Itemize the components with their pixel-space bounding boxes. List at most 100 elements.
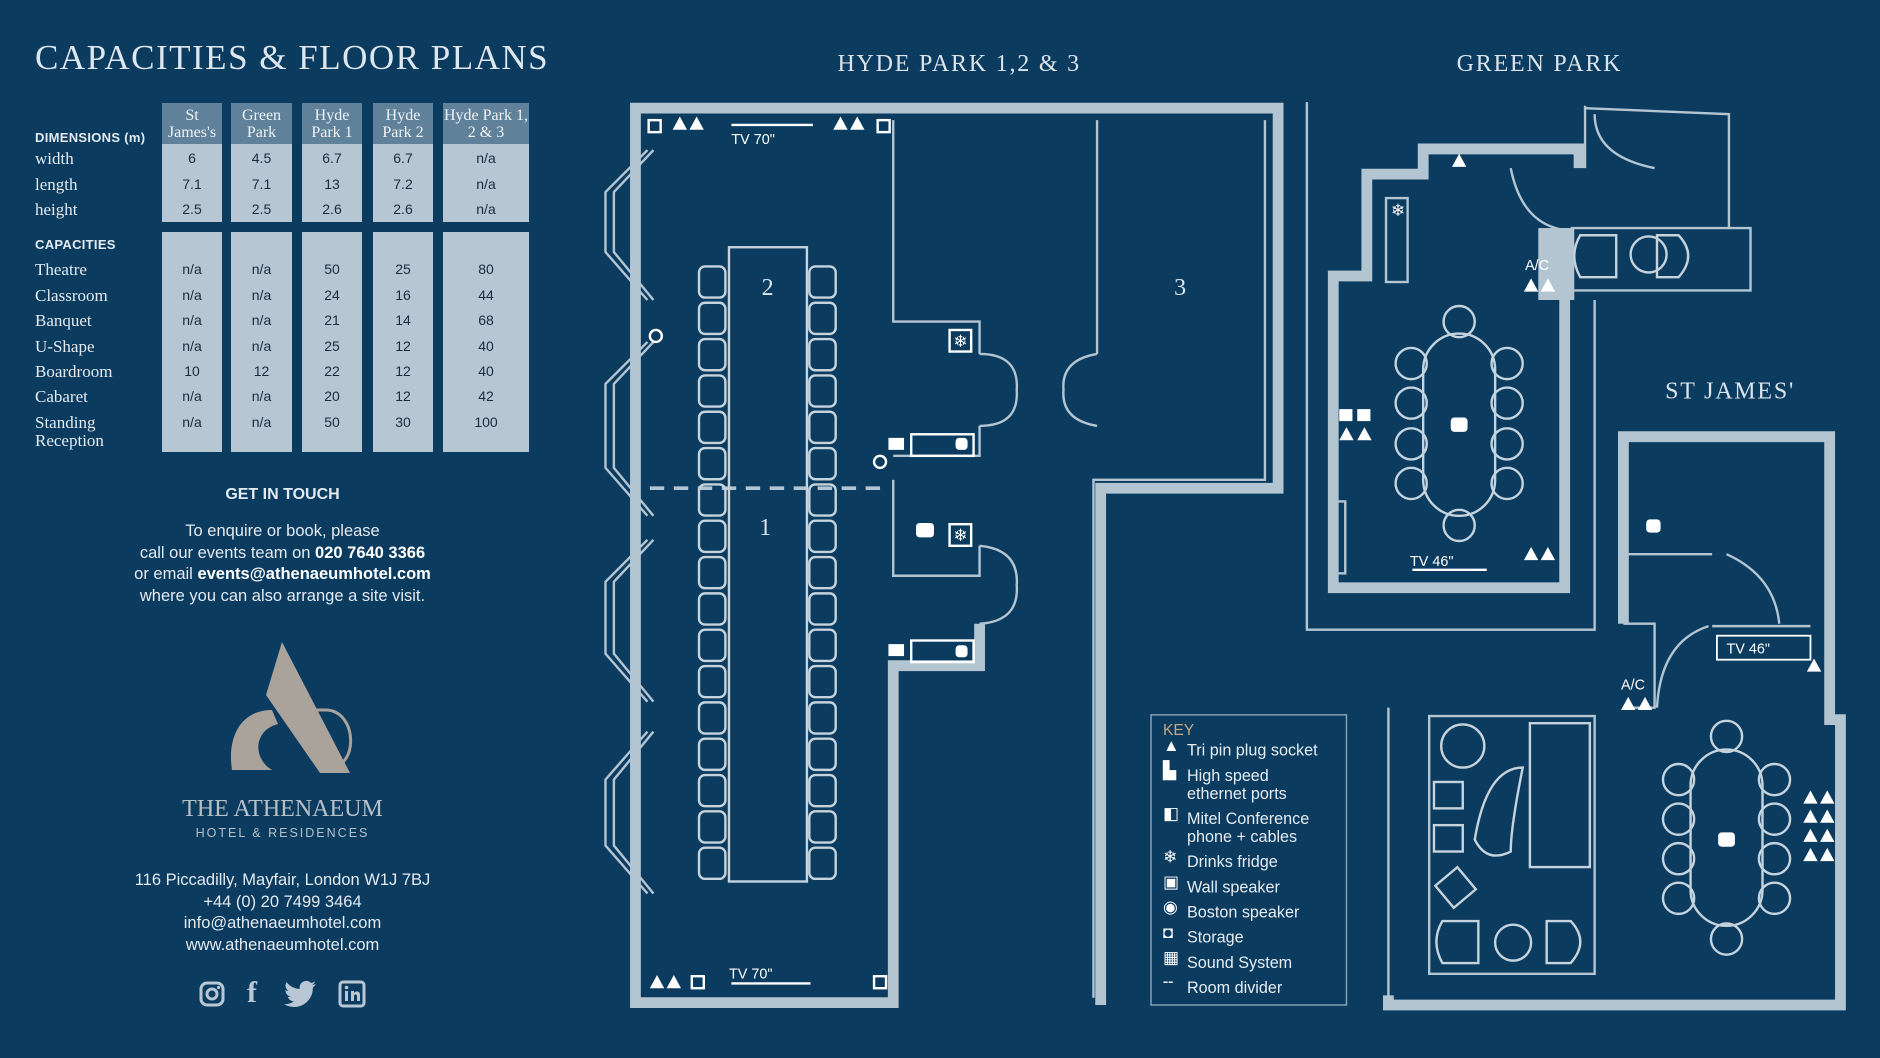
svg-text:◧: ◧	[1163, 804, 1179, 823]
facebook-icon[interactable]: f	[247, 976, 257, 1009]
chair	[1394, 386, 1428, 420]
table-cell: 2.5	[251, 201, 272, 217]
chair	[1442, 508, 1476, 543]
chair	[808, 701, 837, 735]
table-cell: 12	[395, 338, 411, 354]
chair	[697, 810, 727, 844]
logo-name: THE ATHENAEUM	[182, 796, 383, 822]
table-cell: n/a	[182, 338, 202, 354]
table-cell: 80	[478, 261, 494, 277]
chair	[808, 374, 837, 408]
twitter-icon[interactable]	[283, 980, 317, 1015]
address-website[interactable]: www.athenaeumhotel.com	[185, 935, 380, 954]
capacities-column	[443, 232, 529, 452]
chairs	[1394, 304, 1524, 543]
address-phone[interactable]: +44 (0) 20 7499 3464	[203, 892, 362, 911]
table-cell: n/a	[182, 261, 202, 277]
green-park-title: GREEN PARK	[1457, 51, 1623, 77]
column-header: Green Park	[231, 103, 292, 144]
wall-speaker-icon	[647, 118, 891, 990]
ethernet-port-icon: ▙	[1162, 760, 1177, 781]
chair	[1661, 841, 1696, 876]
page-title: CAPACITIES & FLOOR PLANS	[35, 38, 550, 77]
chair	[808, 446, 837, 481]
chair	[697, 337, 727, 372]
lounge-furniture	[1432, 722, 1592, 965]
chair	[1757, 802, 1792, 836]
chair	[1709, 719, 1744, 754]
capacities-header: CAPACITIES	[35, 237, 116, 252]
table-cell: 4.5	[251, 150, 272, 166]
row-label: Cabaret	[35, 387, 88, 406]
table-cell: 21	[324, 312, 340, 328]
column-header: St James's	[162, 103, 222, 144]
chair	[808, 410, 837, 445]
table-cell: 7.2	[393, 176, 413, 192]
table-cell: 30	[395, 414, 411, 430]
conference-phone-icon	[916, 523, 935, 538]
green-park-walls	[1305, 102, 1752, 631]
table-cell: 13	[324, 176, 340, 192]
chair	[697, 301, 727, 336]
chair	[1709, 922, 1744, 956]
storage-icon	[1646, 519, 1661, 533]
chair	[1661, 802, 1696, 836]
table-cell: 50	[324, 261, 340, 277]
key-label: Tri pin plug socket	[1187, 742, 1318, 760]
svg-text:◘: ◘	[1163, 923, 1173, 942]
st-james-title: ST JAMES'	[1665, 378, 1795, 404]
address-block: 116 Piccadilly, Mayfair, London W1J 7BJ …	[80, 870, 485, 956]
conference-phone-icon	[1718, 832, 1735, 847]
table-cell: n/a	[476, 201, 496, 217]
row-label: Theatre	[35, 260, 87, 279]
svg-text:❄: ❄	[1163, 847, 1177, 866]
table-cell: n/a	[182, 287, 202, 303]
chair	[808, 301, 837, 336]
key-label: Drinks fridge	[1187, 853, 1278, 871]
capacities-column	[162, 232, 222, 452]
chair	[808, 628, 837, 663]
chair	[808, 664, 837, 699]
instagram-icon[interactable]	[198, 980, 226, 1015]
contact-text: To enquire or book, please call our even…	[80, 521, 485, 607]
chair	[1490, 386, 1524, 420]
chair	[697, 265, 727, 299]
row-label: Classroom	[35, 286, 108, 305]
key-list: ▲Tri pin plug socket▙High speedethernet …	[1162, 736, 1318, 997]
address-email[interactable]: info@athenaeumhotel.com	[183, 914, 382, 932]
column-header: Hyde Park 1, 2 & 3	[443, 103, 529, 144]
boardroom-table	[727, 246, 809, 883]
chair	[697, 519, 727, 554]
chair	[808, 737, 837, 772]
table-cell: n/a	[182, 388, 202, 404]
capacities-column	[302, 232, 362, 452]
table-cell: n/a	[251, 261, 272, 277]
key-title: KEY	[1163, 722, 1195, 739]
linkedin-icon[interactable]	[338, 980, 366, 1015]
tv-screen-icon	[1716, 634, 1812, 661]
table-cell: 40	[478, 363, 494, 379]
chair	[808, 483, 837, 517]
storage-icon	[910, 433, 975, 664]
conference-phone-icon: ◧	[1163, 804, 1179, 823]
key-label: ethernet ports	[1187, 785, 1287, 803]
key-label: High speed	[1187, 767, 1269, 785]
dimensions-column	[162, 144, 222, 222]
table-cell: 14	[395, 312, 411, 328]
events-email-link[interactable]: events@athenaeumhotel.com	[197, 565, 431, 583]
dimensions-header: DIMENSIONS (m)	[35, 130, 146, 145]
chair	[1490, 427, 1524, 461]
table-cell: 2.6	[393, 201, 413, 217]
events-phone[interactable]: 020 7640 3366	[315, 543, 426, 562]
table-cell: n/a	[251, 338, 272, 354]
table-cell: 42	[478, 388, 494, 404]
chair	[808, 265, 837, 299]
wall-speaker-icon: ▣	[1163, 872, 1179, 891]
address-street: 116 Piccadilly, Mayfair, London W1J 7BJ	[134, 871, 431, 889]
table-cell: 68	[478, 312, 494, 328]
contact-line: call our events team on 020 7640 3366	[80, 543, 485, 565]
capacities-column	[231, 232, 292, 452]
table-cell: 12	[395, 388, 411, 404]
tv-top-label: TV 70"	[731, 132, 774, 148]
